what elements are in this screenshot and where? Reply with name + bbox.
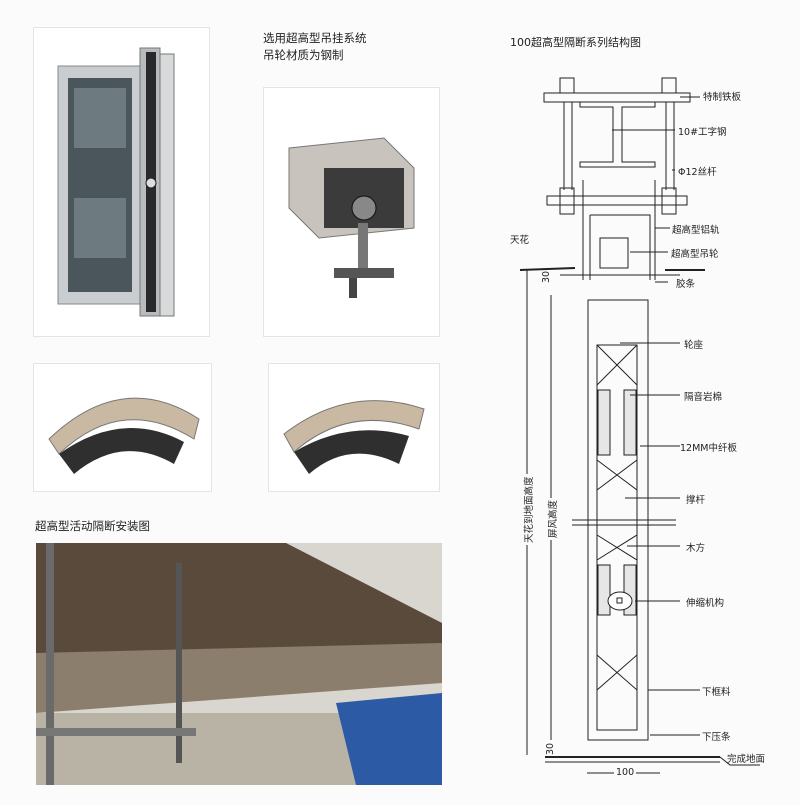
label-screw-rod: Φ12丝杆 — [678, 167, 717, 178]
label-bottom-frame: 下框料 — [702, 687, 731, 698]
iron-plate-shape — [543, 92, 691, 103]
label-iron-plate: 特制铁板 — [703, 92, 742, 103]
label-rubber-strip: 胶条 — [676, 279, 696, 290]
dim-bottom-gap: 30 — [545, 742, 556, 755]
hanging-wheel-illustration — [288, 137, 415, 298]
dim-ceiling-to-floor-height: 天花到地面高度 — [521, 474, 535, 545]
intro-text-line2: 吊轮材质为钢制 — [263, 48, 344, 62]
diagram-title: 100超高型隔断系列结构图 — [510, 36, 641, 49]
curved-track-illustration-1 — [48, 397, 200, 474]
installation-illustration — [36, 543, 442, 785]
i-beam-shape — [579, 101, 656, 168]
label-mdf-board: 12MM中纤板 — [680, 443, 737, 454]
curved-track-photo-1 — [33, 363, 212, 492]
label-rock-wool: 隔音岩棉 — [684, 392, 723, 403]
installation-photo — [36, 543, 442, 785]
label-wheel-seat: 轮座 — [684, 340, 704, 351]
label-hanging-wheel: 超高型吊轮 — [671, 249, 719, 260]
label-bottom-bead: 下压条 — [702, 732, 731, 743]
dim-screen-height: 屏风高度 — [545, 497, 559, 540]
label-finished-floor: 完成地面 — [727, 754, 766, 765]
partition-panel-illustration — [57, 47, 175, 317]
dim-width: 100 — [614, 767, 637, 778]
label-ceiling: 天花 — [510, 235, 530, 246]
curved-track-illustration-2 — [283, 400, 425, 474]
intro-text-line1: 选用超高型吊挂系统 — [263, 31, 367, 45]
curved-track-photo-2 — [268, 363, 440, 492]
label-brace: 撑杆 — [686, 495, 706, 506]
label-i-beam: 10#工字钢 — [678, 127, 727, 138]
label-aluminum-track: 超高型铝轨 — [672, 225, 720, 236]
label-telescopic: 伸缩机构 — [686, 598, 725, 609]
partition-panel-photo — [33, 27, 210, 337]
label-wood-batten: 木方 — [686, 543, 706, 554]
install-caption: 超高型活动隔断安装图 — [35, 519, 150, 533]
hanging-wheel-photo — [263, 87, 440, 337]
dim-top-gap: 30 — [541, 270, 552, 283]
